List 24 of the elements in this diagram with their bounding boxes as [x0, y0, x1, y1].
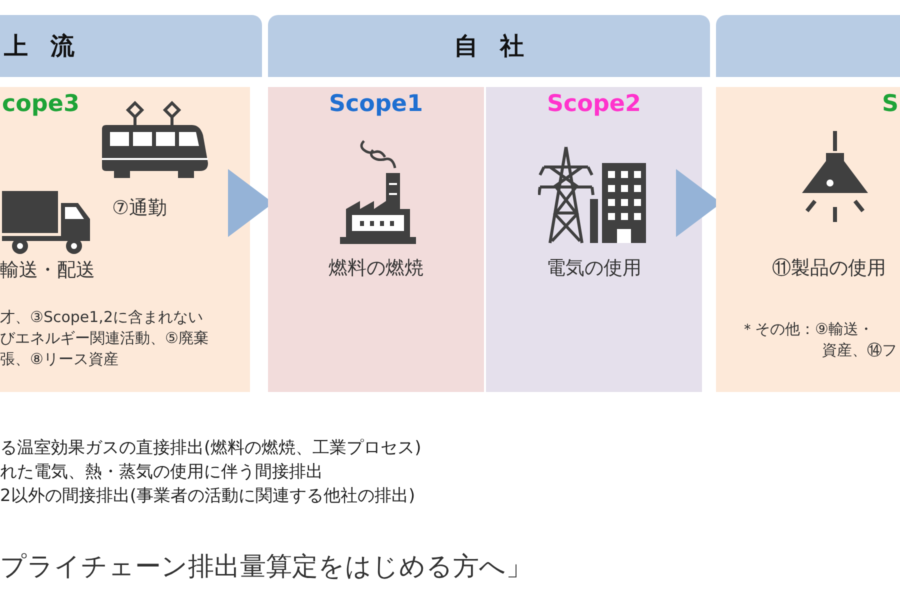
scope-heading: S: [882, 91, 899, 119]
arrow: [676, 169, 716, 237]
item-label: 燃料の燃焼: [328, 257, 424, 280]
source-caption: プライチェーン排出量算定をはじめる方へ」: [0, 552, 532, 584]
scope-heading: Scope1: [328, 91, 424, 119]
column-header: 自 社: [268, 15, 710, 77]
scope-heading: cope3: [2, 91, 80, 119]
scope-panel: [716, 87, 900, 392]
scope-panel: [268, 87, 484, 392]
scope-panel: [0, 87, 250, 392]
footnote-text: れた電気、熱・蒸気の使用に伴う間接排出: [0, 462, 323, 482]
item-label: ⑦通勤: [112, 197, 168, 220]
scope-panel: [486, 87, 702, 392]
item-label: 電気の使用: [546, 257, 642, 280]
item-label: 輸送・配送: [0, 259, 95, 282]
item-label: ⑪製品の使用: [772, 257, 886, 280]
arrow: [228, 169, 268, 237]
scope-heading: Scope2: [546, 91, 642, 119]
column-header: 上 流: [0, 15, 262, 77]
note-text: ＊その他：⑨輸送・資産、⑭フ: [740, 319, 897, 361]
header-band: [716, 15, 900, 77]
footnote-text: る温室効果ガスの直接排出(燃料の燃焼、工業プロセス): [0, 438, 422, 458]
footnote-text: 2以外の間接排出(事業者の活動に関連する他社の排出): [0, 486, 416, 506]
note-text: 才、③Scope1,2に含まれないびエネルギー関連活動、⑤廃棄張、⑧リース資産: [0, 307, 208, 370]
